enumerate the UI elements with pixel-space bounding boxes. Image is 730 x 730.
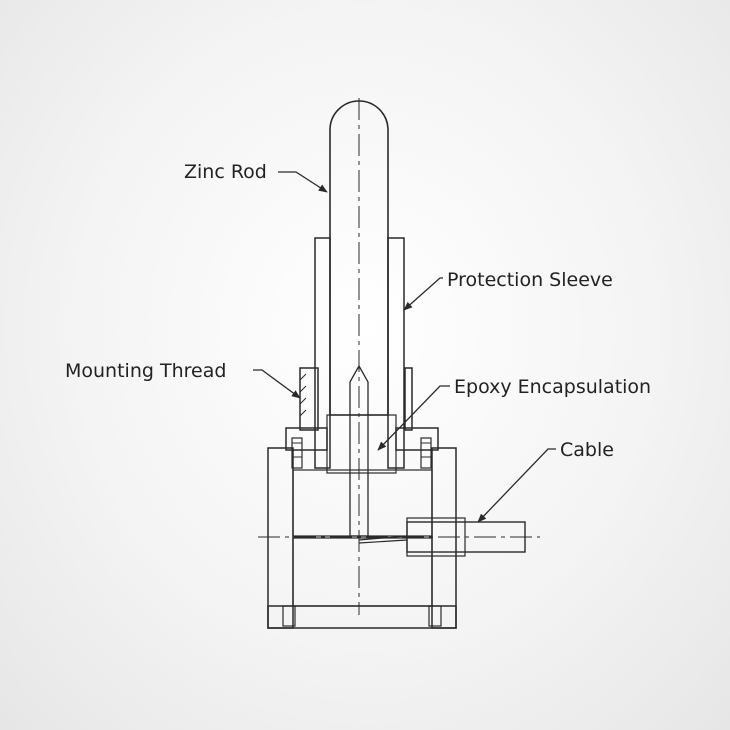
cable-leader <box>477 448 556 523</box>
zinc-rod-part <box>329 98 389 615</box>
mounting-thread-part <box>299 367 413 431</box>
protection-sleeve-leader <box>403 277 443 311</box>
mounting-thread-leader <box>253 369 301 399</box>
mounting-thread-label: Mounting Thread <box>65 360 226 382</box>
zinc-rod-label: Zinc Rod <box>184 161 267 183</box>
protection-sleeve-label: Protection Sleeve <box>447 269 613 291</box>
epoxy-encapsulation-label: Epoxy Encapsulation <box>454 376 651 398</box>
epoxy-leader <box>377 385 450 451</box>
zinc-rod-leader <box>278 171 328 193</box>
cable-label: Cable <box>560 439 614 461</box>
lower-housing <box>267 447 457 629</box>
leader-lines <box>253 171 556 523</box>
cap-plate <box>285 427 439 469</box>
